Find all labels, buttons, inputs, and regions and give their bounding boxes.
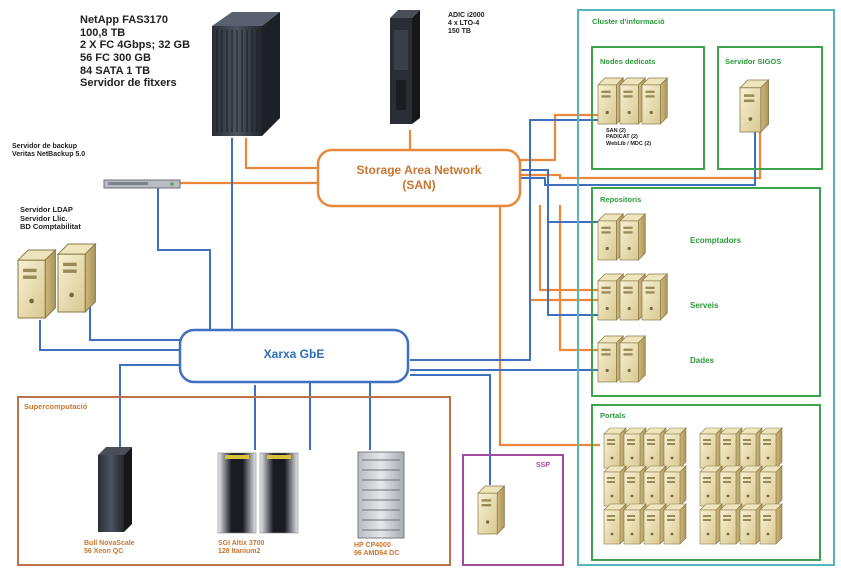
hp-line: 96 AMD64 DC [354, 550, 400, 558]
san-hub [316, 148, 522, 208]
portals-servers [603, 427, 783, 545]
nodes-dedicats-list: SAN (2) PADICAT (2) WebLib / MDC (2) [606, 128, 651, 147]
sgi-altix-racks [217, 452, 299, 534]
san-line-1: Storage Area Network [356, 163, 482, 177]
repositori-serveis: Serveis [690, 301, 719, 310]
dades-servers [597, 335, 646, 383]
repositori-ecomptadors: Ecomptadors [690, 236, 742, 245]
netapp-line: 84 SATA 1 TB [80, 64, 151, 77]
sgi-label: SGI Altix 3700 128 Itanium2 [218, 540, 264, 556]
portals-box [591, 404, 821, 561]
bull-line: 56 Xeon QC [84, 548, 124, 556]
serveis-servers [597, 273, 668, 321]
netapp-line: 56 FC 300 GB [80, 51, 151, 64]
netapp-line: NetApp FAS3170 [80, 14, 169, 26]
nodes-dedicats-box [591, 46, 705, 170]
ssp-box [462, 454, 564, 566]
netapp-line: Servidor de fitxers [80, 77, 177, 90]
cluster-title: Cluster d'informació [592, 17, 665, 26]
nodes-dedicats-title: Nodes dedicats [600, 57, 656, 66]
ssp-label: SSP [536, 462, 551, 469]
nodes-dedicats-line: SAN (2) [606, 128, 626, 134]
bull-line: Bull NovaScale [84, 540, 135, 547]
repositori-dades: Dades [690, 356, 715, 365]
hp-cp4000-rack [357, 451, 405, 539]
adic-tape-library [390, 10, 420, 124]
nodes-dedicats-line: PADICAT (2) [606, 134, 638, 141]
netapp-label: NetApp FAS3170 100,8 TB 2 X FC 4Gbps; 32… [80, 14, 190, 90]
supercomp-title: Supercomputació [24, 402, 88, 411]
san-label: Storage Area Network (SAN) [318, 163, 520, 193]
servidor-sigos-server [739, 79, 770, 133]
ecomptadors-servers [597, 213, 646, 261]
san-links [180, 113, 762, 447]
nodes-dedicats-line: WebLib / MDC (2) [606, 140, 652, 147]
hp-line: HP CP4000 [354, 542, 391, 549]
san-line-2: (SAN) [402, 178, 436, 192]
ldap-line: BD Comptabilitat [20, 222, 81, 232]
ldap-line: Servidor LDAP [20, 205, 73, 214]
adic-line: ADIC i2000 [448, 12, 485, 19]
netapp-rack [212, 12, 280, 136]
backup-line: Veritas NetBackup 5.0 [12, 151, 86, 159]
gbe-label: Xarxa GbE [263, 347, 325, 361]
netapp-line: 100,8 TB [80, 26, 126, 39]
cluster-box [577, 9, 835, 566]
ssp-server [477, 485, 505, 535]
servidor-sigos-title: Servidor SIGOS [725, 57, 782, 66]
nodes-dedicats-servers [597, 77, 668, 125]
hp-label: HP CP4000 96 AMD64 DC [354, 542, 399, 558]
netapp-line: 2 X FC 4Gbps; 32 GB [80, 39, 191, 52]
repositoris-box [591, 187, 821, 397]
backup-label: Servidor de backup Veritas NetBackup 5.0 [12, 143, 85, 159]
backup-line: Servidor de backup [12, 143, 77, 150]
supercomp-box [17, 396, 451, 566]
ldap-servers [17, 243, 97, 319]
adic-line: 150 TB [448, 28, 471, 36]
sgi-line: SGI Altix 3700 [218, 540, 265, 547]
bull-novascale-rack [98, 447, 132, 532]
ldap-line: Servidor Llic. [20, 213, 68, 223]
gbe-links [39, 119, 756, 485]
adic-line: 4 x LTO-4 [448, 20, 480, 28]
sgi-line: 128 Itanium2 [218, 548, 261, 556]
servidor-sigos-box [717, 46, 823, 170]
repositoris-title: Repositoris [600, 195, 642, 204]
backup-server [103, 179, 181, 189]
ldap-label: Servidor LDAP Servidor Llic. BD Comptabi… [20, 205, 81, 232]
bull-label: Bull NovaScale 56 Xeon QC [84, 540, 135, 556]
gbe-hub [178, 328, 410, 384]
adic-label: ADIC i2000 4 x LTO-4 150 TB [448, 12, 485, 36]
portals-title: Portals [600, 411, 626, 420]
